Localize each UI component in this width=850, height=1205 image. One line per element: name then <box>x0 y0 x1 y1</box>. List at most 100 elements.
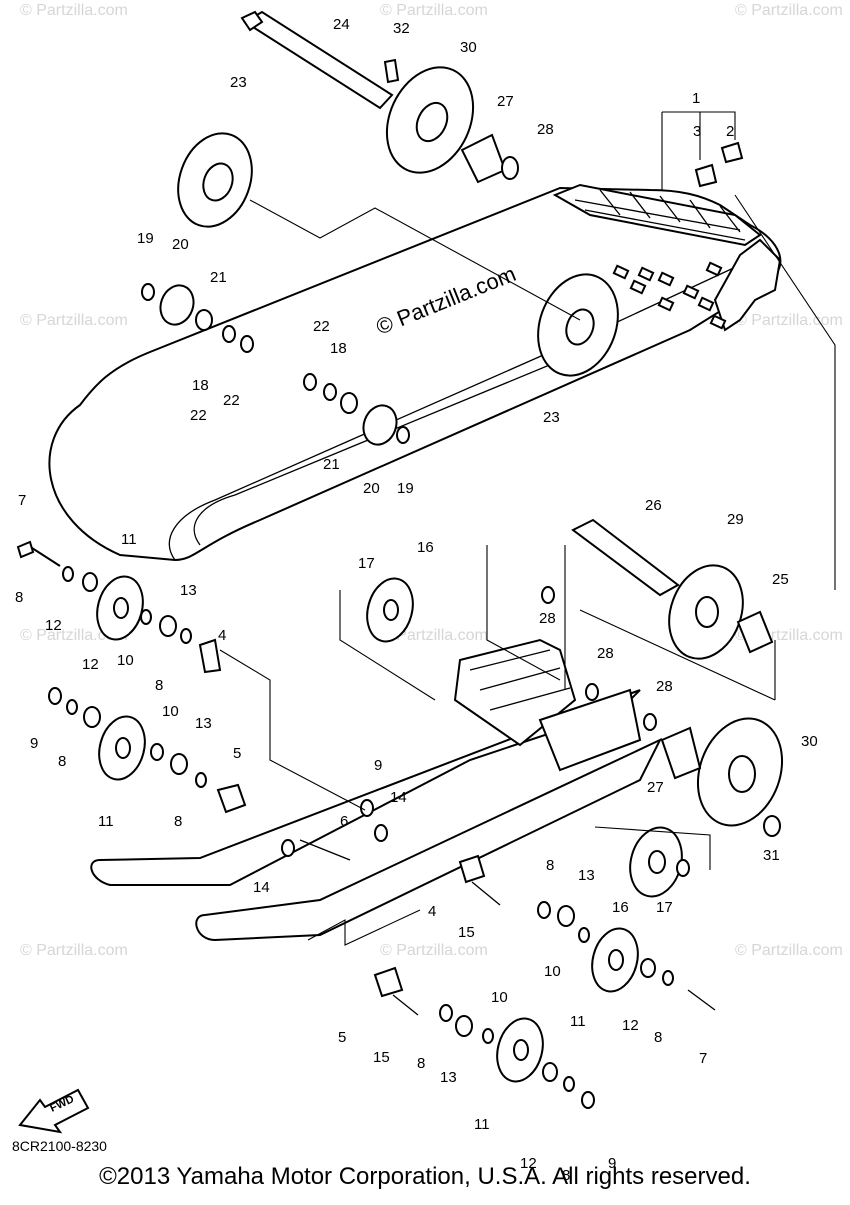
callout-label: 27 <box>497 93 514 110</box>
callout-label: 7 <box>18 492 26 509</box>
callout-label: 8 <box>155 677 163 694</box>
callout-label: 5 <box>233 745 241 762</box>
track-clip-inner <box>694 163 718 188</box>
callout-label: 8 <box>654 1029 662 1046</box>
callout-label: 12 <box>622 1017 639 1034</box>
callout-label: 2 <box>726 123 734 140</box>
callout-label: 28 <box>539 610 556 627</box>
callout-label: 9 <box>30 735 38 752</box>
watermark: © Partzilla.com <box>380 627 488 644</box>
watermark: © Partzilla.com <box>735 2 843 19</box>
callout-label: 31 <box>763 847 780 864</box>
callout-label: 8 <box>546 857 554 874</box>
callout-label: 10 <box>544 963 561 980</box>
watermark: © Partzilla.com <box>380 942 488 959</box>
callout-label: 14 <box>253 879 270 896</box>
callout-label: 8 <box>15 589 23 606</box>
callout-label: 8 <box>562 1167 570 1184</box>
callout-label: 17 <box>358 555 375 572</box>
callout-label: 9 <box>608 1155 616 1172</box>
callout-label: 1 <box>692 90 700 107</box>
callout-label: 13 <box>578 867 595 884</box>
callout-label: 4 <box>218 627 226 644</box>
callout-label: 8 <box>58 753 66 770</box>
watermark: © Partzilla.com <box>20 942 128 959</box>
callout-label: 8 <box>417 1055 425 1072</box>
callout-label: 24 <box>333 16 350 33</box>
callout-label: 25 <box>772 571 789 588</box>
callout-label: 8 <box>174 813 182 830</box>
fwd-arrow: FWD <box>18 1088 90 1134</box>
callout-label: 27 <box>647 779 664 796</box>
callout-label: 21 <box>210 269 227 286</box>
rear-axle <box>243 10 394 110</box>
callout-labels: 1 2 3 4 5 6 7 8 9 10 11 12 13 14 15 16 1… <box>15 16 818 1184</box>
collar-lower <box>660 726 702 780</box>
callout-label: 23 <box>230 74 247 91</box>
callout-label: 15 <box>458 924 475 941</box>
callout-label: 28 <box>597 645 614 662</box>
callout-label: 13 <box>440 1069 457 1086</box>
callout-label: 30 <box>460 39 477 56</box>
upper-axle-assembly <box>141 10 619 446</box>
watermark: © Partzilla.com <box>735 942 843 959</box>
callout-label: 3 <box>693 123 701 140</box>
callout-label: 22 <box>313 318 330 335</box>
callout-label: 29 <box>727 511 744 528</box>
callout-label: 28 <box>537 121 554 138</box>
slide-rail-assembly <box>16 518 784 1109</box>
callout-label: 13 <box>195 715 212 732</box>
callout-label: 12 <box>82 656 99 673</box>
callout-label: 16 <box>417 539 434 556</box>
track-belt <box>48 141 782 562</box>
watermark: © Partzilla.com <box>380 2 488 19</box>
callout-label: 20 <box>172 236 189 253</box>
slide-rail-right <box>195 737 663 942</box>
copyright-text: ©2013 Yamaha Motor Corporation, U.S.A. A… <box>99 1163 751 1190</box>
reference-lines <box>219 111 836 946</box>
diagram-code: 8CR2100-8230 <box>12 1138 107 1154</box>
callout-label: 6 <box>340 813 348 830</box>
callout-label: 7 <box>699 1050 707 1067</box>
callout-label: 32 <box>393 20 410 37</box>
pin <box>383 58 400 84</box>
callout-label: 18 <box>330 340 347 357</box>
callout-label: 9 <box>374 757 382 774</box>
callout-label: 14 <box>390 789 407 806</box>
callout-label: 22 <box>190 407 207 424</box>
collar <box>736 610 774 654</box>
callout-label: 12 <box>520 1155 537 1172</box>
callout-label: 10 <box>117 652 134 669</box>
callout-label: 11 <box>98 813 114 830</box>
callout-label: 10 <box>491 989 508 1006</box>
rear-axle-lower <box>571 518 680 597</box>
callout-label: 22 <box>223 392 240 409</box>
callout-label: 11 <box>474 1116 490 1133</box>
callout-label: 16 <box>612 899 629 916</box>
callout-label: 18 <box>192 377 209 394</box>
callout-label: 11 <box>121 531 137 548</box>
callout-label: 12 <box>45 617 62 634</box>
callout-label: 15 <box>373 1049 390 1066</box>
callout-label: 26 <box>645 497 662 514</box>
track-lugs <box>552 183 782 332</box>
callout-label: 23 <box>543 409 560 426</box>
callout-label: 28 <box>656 678 673 695</box>
callout-label: 30 <box>801 733 818 750</box>
callout-label: 20 <box>363 480 380 497</box>
callout-label: 10 <box>162 703 179 720</box>
watermark: © Partzilla.com <box>735 312 843 329</box>
callout-label: 17 <box>656 899 673 916</box>
callout-label: 13 <box>180 582 197 599</box>
track-clip-outer <box>720 141 744 164</box>
callout-label: 19 <box>137 230 154 247</box>
watermark: © Partzilla.com <box>20 2 128 19</box>
callout-label: 19 <box>397 480 414 497</box>
watermark: © Partzilla.com <box>20 312 128 329</box>
callout-label: 21 <box>323 456 340 473</box>
callout-label: 11 <box>570 1013 586 1030</box>
callout-label: 4 <box>428 903 436 920</box>
callout-label: 5 <box>338 1029 346 1046</box>
